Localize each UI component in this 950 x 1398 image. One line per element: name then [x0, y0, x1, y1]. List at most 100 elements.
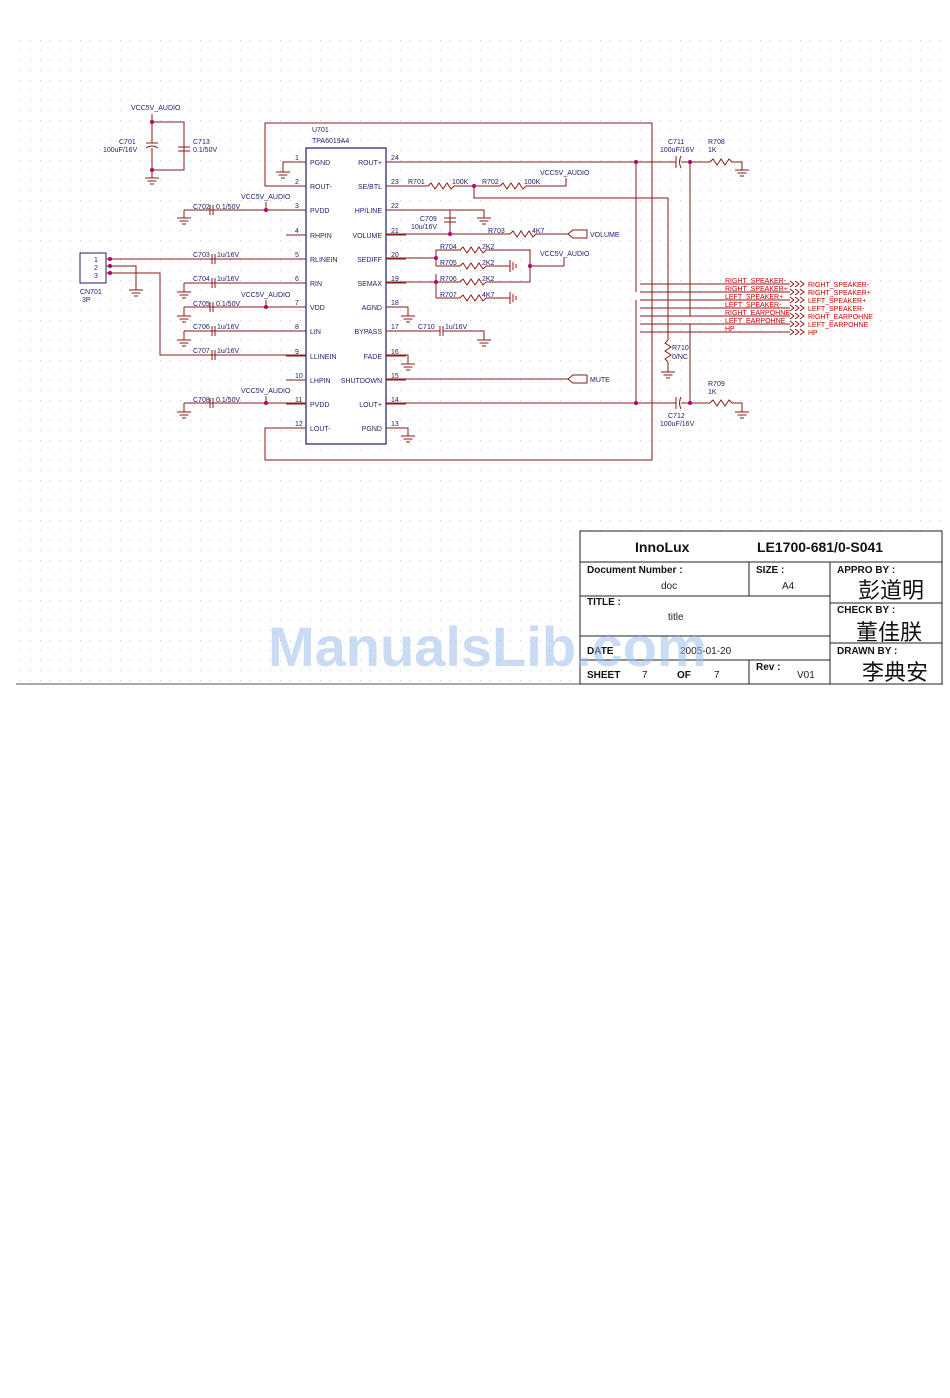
- cn701-pin2: 2: [94, 265, 98, 272]
- ic-pin-number: 13: [391, 421, 399, 428]
- net-arrow-icon: [789, 312, 805, 320]
- net-label-left: HP: [725, 326, 735, 333]
- net-label-left: RIGHT_EARPOHNE: [725, 310, 790, 317]
- c702-value: 0.1/50V: [216, 204, 240, 211]
- of-label: OF: [677, 670, 691, 681]
- supply-decoupling: VCC5V_AUDIO C701 100uF/16V C713 0.1/50V: [103, 105, 217, 178]
- ic-pin-name: RIN: [310, 281, 322, 288]
- ic-pin-name: PVDD: [310, 402, 329, 409]
- c710-ref: C710: [418, 324, 435, 331]
- r706-value: 2K2: [482, 276, 495, 283]
- ic-ref: U701: [312, 127, 329, 134]
- c701-value: 100uF/16V: [103, 147, 138, 154]
- drawn-signature: 李典安: [862, 661, 928, 686]
- r707-value: 4K7: [482, 292, 495, 299]
- net-label-bus: RIGHT_SPEAKER-RIGHT_SPEAKER-RIGHT_SPEAKE…: [640, 278, 873, 337]
- ic-pin-name: SEMAX: [357, 281, 382, 288]
- c705-value: 0.1/50V: [216, 301, 240, 308]
- check-label: CHECK BY :: [837, 605, 895, 616]
- r707-zigzag: [459, 294, 487, 302]
- c703-value: 1u/16V: [217, 252, 240, 259]
- c712-ref: C712: [668, 413, 685, 420]
- ic-pin-name: VDD: [310, 305, 325, 312]
- ic-pin-name: LOUT-: [310, 426, 331, 433]
- ic-pin-number: 9: [295, 349, 299, 356]
- net-label-right: RIGHT_SPEAKER+: [808, 290, 871, 297]
- drawn-label: DRAWN BY :: [837, 646, 897, 657]
- vcc-pvdd2-label: VCC5V_AUDIO: [241, 388, 291, 395]
- vcc-r702-label: VCC5V_AUDIO: [540, 170, 590, 177]
- ic-pin-name: AGND: [362, 305, 382, 312]
- volume-port: [567, 229, 588, 239]
- watermark: ManualsLib.com: [268, 615, 707, 678]
- r704-zigzag: [459, 246, 487, 254]
- r710-zigzag: [664, 339, 672, 363]
- c711-value: 100uF/16V: [660, 147, 695, 154]
- c704-ref: C704: [193, 276, 210, 283]
- title-block-frame: [579, 530, 943, 685]
- left-wiring: VCC5V_AUDIO C702 0.1/50V C703 1u/16V C70…: [110, 161, 306, 412]
- r706-ref: R706: [440, 276, 457, 283]
- connector-cn701: 1 2 3 CN701 3P: [79, 252, 137, 304]
- schematic-sheet: U701 TPA6019A4 1PGND2ROUT-3PVDD4RHPIN5RL…: [16, 38, 943, 686]
- c704-value: 1u/16V: [217, 276, 240, 283]
- r709-zigzag: [709, 399, 733, 407]
- net-arrow-icon: [789, 328, 805, 336]
- net-arrow-icon: [789, 320, 805, 328]
- ic-pin-number: 5: [295, 252, 299, 259]
- r703-zigzag: [509, 230, 537, 238]
- ic-pin-name: ROUT-: [310, 184, 332, 191]
- ic-pin-name: LHPIN: [310, 378, 331, 385]
- cn701-type: 3P: [82, 297, 91, 304]
- net-label-left: RIGHT_SPEAKER+: [725, 286, 788, 293]
- net-arrow-icon: [789, 304, 805, 312]
- c708-ref: C708: [193, 397, 210, 404]
- ic-pin-number: 8: [295, 324, 299, 331]
- appro-label: APPRO BY :: [837, 565, 895, 576]
- ic-pin-number: 18: [391, 300, 399, 307]
- rev-label: Rev :: [756, 662, 780, 673]
- doc-number-label: Document Number :: [587, 565, 683, 576]
- r705-ref: R705: [440, 260, 457, 267]
- r705-value: 2K2: [482, 260, 495, 267]
- ic-pin-name: SEDIFF: [357, 257, 382, 264]
- ic-pin-number: 20: [391, 252, 399, 259]
- vcc-r705-label: VCC5V_AUDIO: [540, 251, 590, 258]
- r703-value: 4K7: [532, 228, 545, 235]
- c706-value: 1u/16V: [217, 324, 240, 331]
- r703-ref: R703: [488, 228, 505, 235]
- net-label-right: LEFT_EARPOHNE: [808, 322, 869, 329]
- net-label-left: RIGHT_SPEAKER-: [725, 278, 787, 285]
- net-label-left: LEFT_EARPOHNE: [725, 318, 786, 325]
- r701-zigzag: [427, 182, 455, 190]
- ic-pin-name: PVDD: [310, 208, 329, 215]
- c710-value: 1u/16V: [445, 324, 468, 331]
- c712-value: 100uF/16V: [660, 421, 695, 428]
- ic-pin-number: 7: [295, 300, 299, 307]
- ic-pin-name: LLINEIN: [310, 354, 336, 361]
- ic-u701: U701 TPA6019A4 1PGND2ROUT-3PVDD4RHPIN5RL…: [286, 127, 406, 445]
- r702-value: 100K: [524, 179, 541, 186]
- ic-pin-number: 17: [391, 324, 399, 331]
- model-number: LE1700-681/0-S041: [757, 539, 883, 555]
- r708-value: 1K: [708, 147, 717, 154]
- appro-signature: 彭道明: [858, 579, 924, 604]
- date-value: 2005-01-20: [680, 646, 732, 657]
- c701-ref: C701: [119, 139, 136, 146]
- ic-pin-name: LIN: [310, 329, 321, 336]
- c707-ref: C707: [193, 348, 210, 355]
- cn701-body: [79, 252, 107, 284]
- cn701-ref: CN701: [80, 289, 102, 296]
- size-label: SIZE :: [756, 565, 784, 576]
- r701-value: 100K: [452, 179, 469, 186]
- ic-pin-name: ROUT+: [358, 160, 382, 167]
- ic-pin-name: SE/BTL: [358, 184, 382, 191]
- ic-pin-number: 19: [391, 276, 399, 283]
- r704-value: 2K2: [482, 244, 495, 251]
- net-label-left: LEFT_SPEAKER-: [725, 302, 782, 309]
- ic-pin-number: 3: [295, 203, 299, 210]
- sheet-label: SHEET: [587, 670, 620, 681]
- mute-port: [567, 374, 588, 384]
- ic-pin-name: RLINEIN: [310, 257, 338, 264]
- c705-ref: C705: [193, 301, 210, 308]
